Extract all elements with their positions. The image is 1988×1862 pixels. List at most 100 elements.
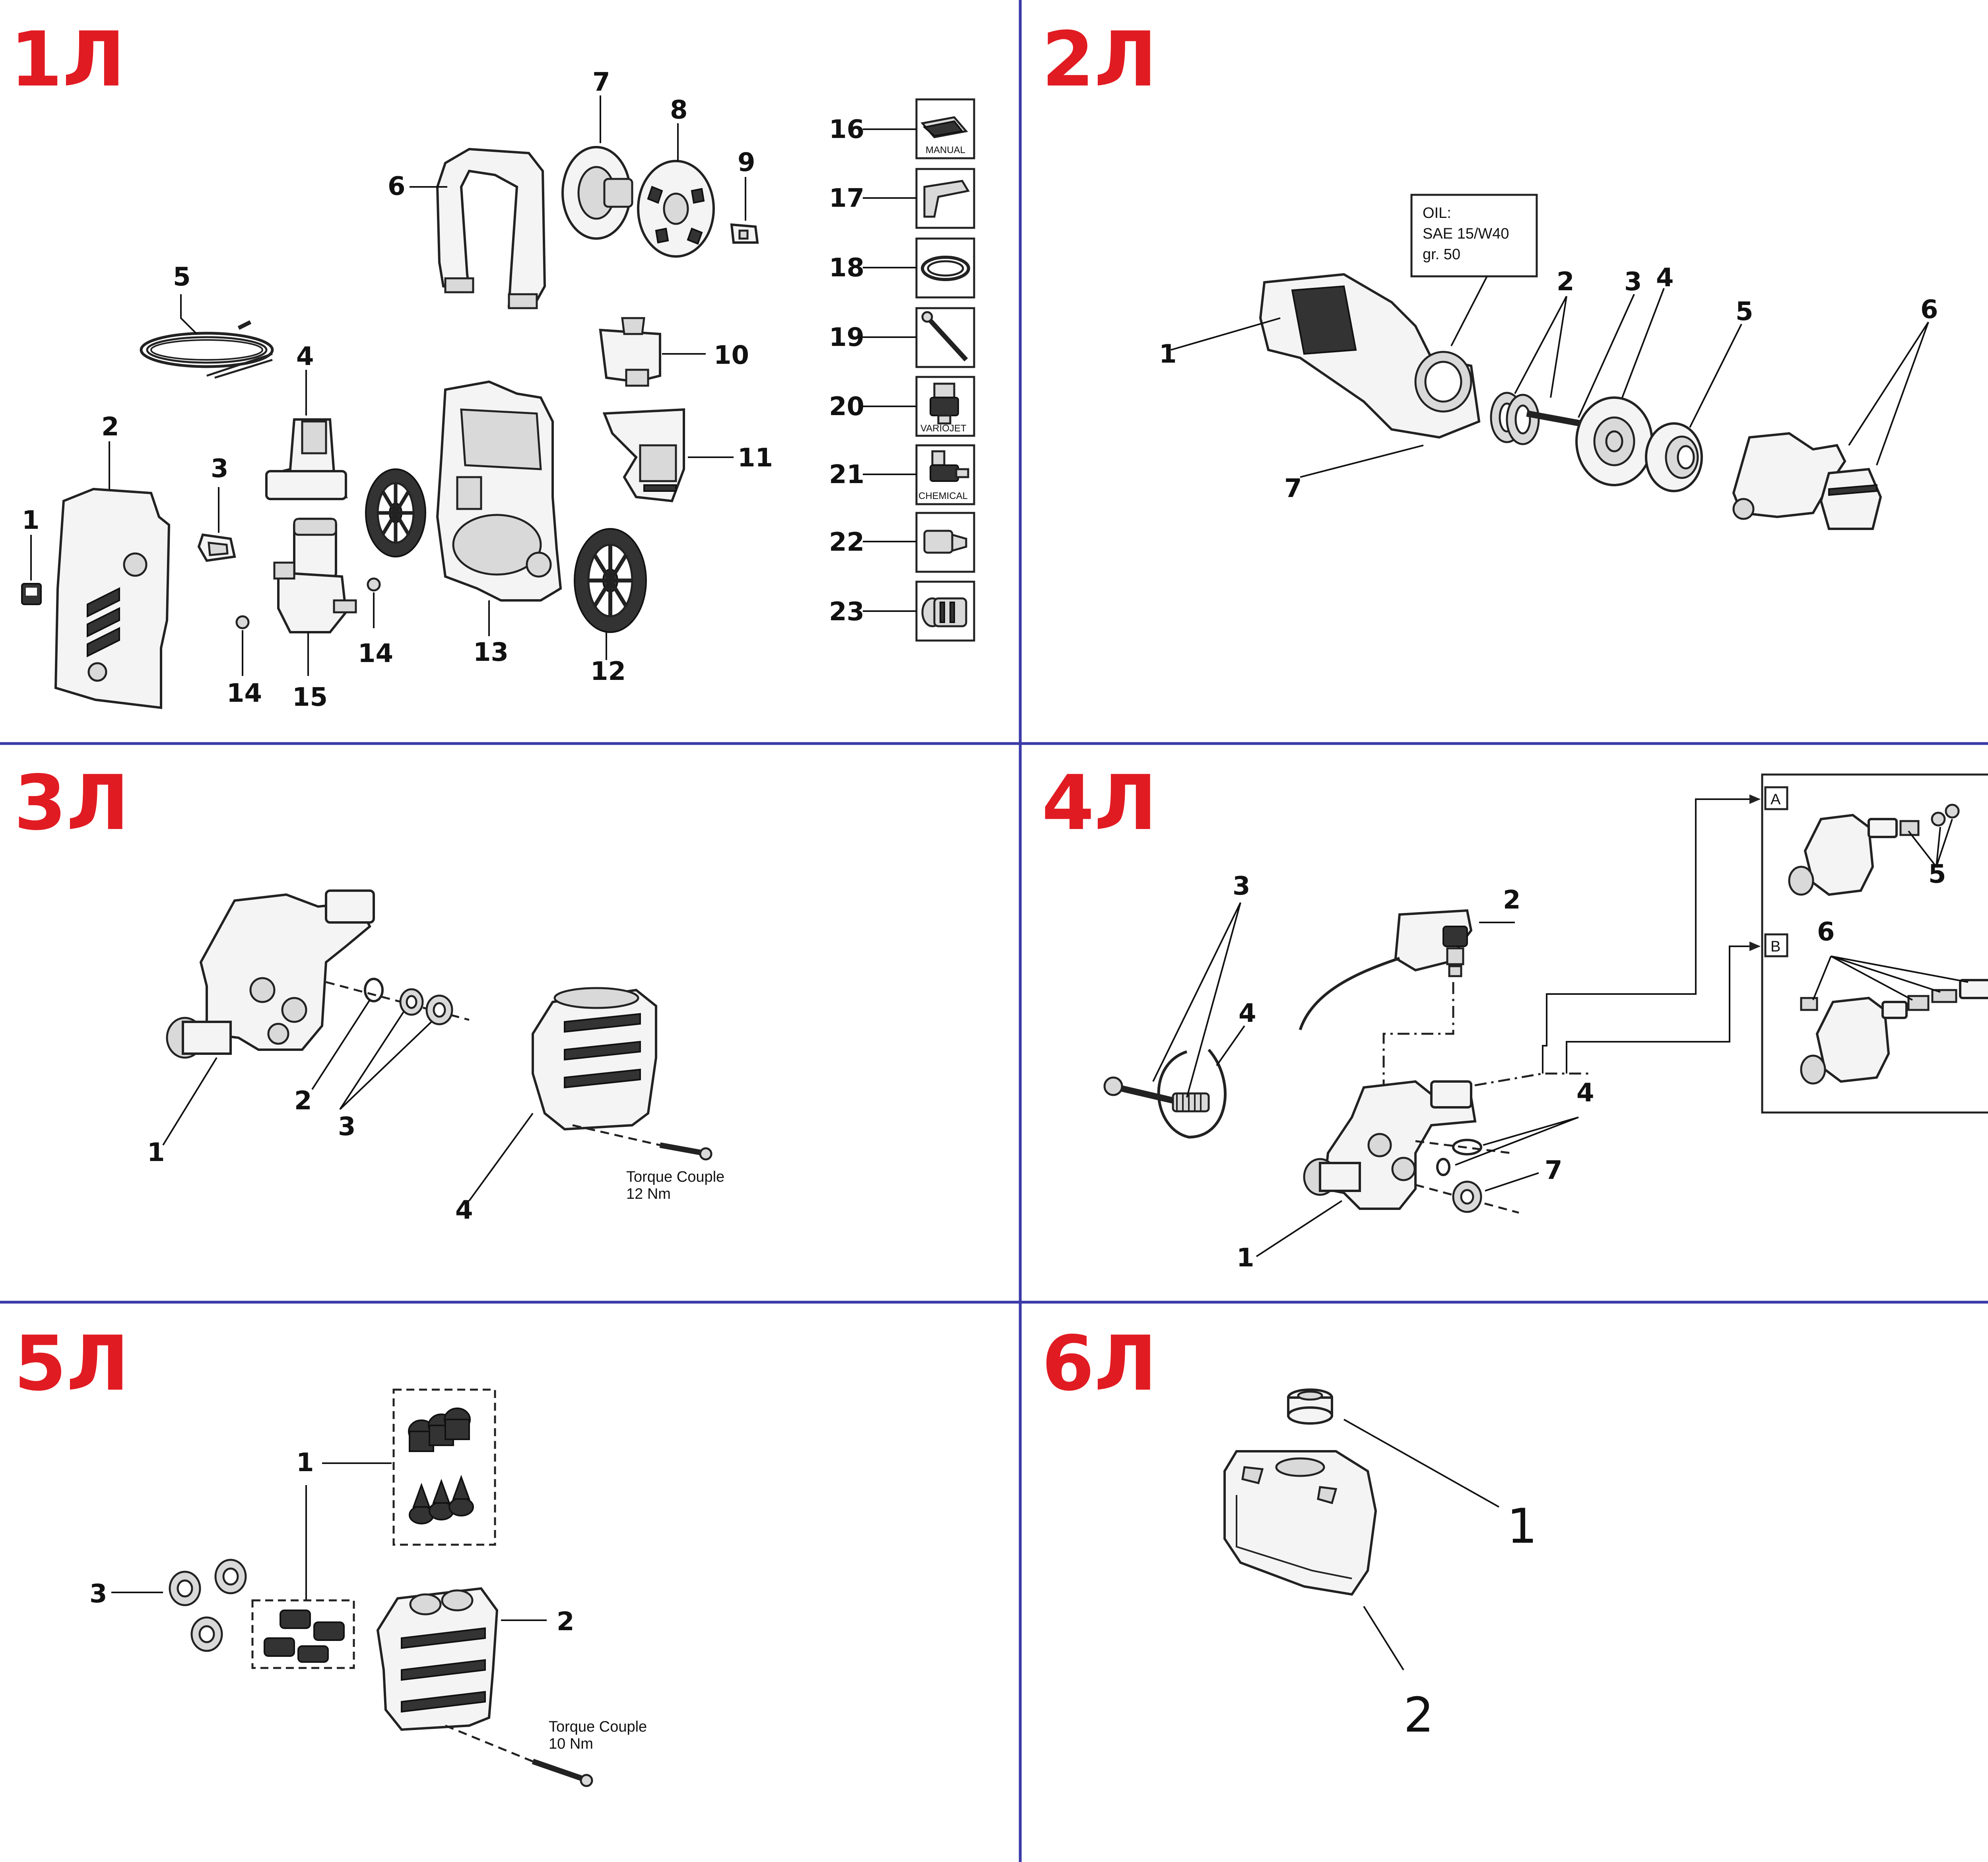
part-5-1-valves-top	[408, 1408, 471, 1452]
label-2-2: 2	[1557, 267, 1574, 297]
label-2-7: 7	[1284, 474, 1302, 503]
label-4-2: 2	[1503, 885, 1521, 915]
panel-2-title: 2Л	[1042, 16, 1157, 103]
label-1-23: 23	[829, 597, 864, 627]
oil-note-line1: OIL:	[1423, 205, 1451, 221]
part-4-4-oring-a	[1452, 1139, 1482, 1155]
valve-set-box	[392, 1388, 496, 1546]
label-6-2: 2	[1404, 1688, 1434, 1743]
part-4-1-pump-head	[1303, 1080, 1477, 1210]
label-4-5: 5	[1928, 860, 1946, 889]
part-9-clip	[730, 223, 759, 244]
oil-note-box	[1410, 194, 1538, 278]
label-3-3: 3	[338, 1112, 356, 1142]
label-4-4b: 4	[1576, 1078, 1594, 1108]
box-b-label: B	[1771, 938, 1780, 955]
part-8-reel-disc	[637, 160, 715, 258]
part-2-5-bearing	[1645, 422, 1703, 492]
accessory-18-box	[915, 237, 975, 299]
part-3-4-block	[532, 987, 657, 1131]
detail-b-pump	[1800, 979, 1988, 1085]
part-14-nut-left	[235, 615, 250, 629]
part-5-3-seals	[169, 1559, 247, 1652]
label-5-2: 2	[557, 1607, 575, 1637]
box-b-tag	[1764, 933, 1788, 957]
part-1-switch	[21, 583, 42, 605]
panel-1-title: 1Л	[10, 16, 125, 103]
panel-1: 1Л 1 2 3	[10, 16, 975, 712]
part-14-nut-right	[367, 577, 381, 592]
part-5-2-block	[376, 1587, 499, 1731]
part-2-6-pump-heads	[1732, 432, 1882, 530]
part-wheel-left	[365, 468, 426, 557]
torque-12-line1: Torque Couple	[626, 1169, 724, 1185]
part-2-1-motor	[1259, 273, 1481, 439]
part-12-wheel	[574, 528, 647, 633]
part-4-2-pressure-switch	[1299, 909, 1473, 1031]
accessory-manual-text: MANUAL	[926, 145, 965, 155]
part-2-cover	[54, 487, 171, 709]
label-2-6: 6	[1920, 295, 1938, 324]
torque-10-line1: Torque Couple	[549, 1718, 647, 1735]
label-5-3: 3	[89, 1579, 107, 1609]
part-6-1-cap	[1287, 1388, 1333, 1425]
part-2-2-seals	[1490, 392, 1540, 445]
valve-set-box-2	[251, 1599, 355, 1669]
part-4-motor-cap	[265, 418, 348, 500]
label-2-1: 1	[1159, 340, 1177, 369]
label-1-20: 20	[829, 392, 864, 421]
panel-6-title: 6Л	[1042, 1320, 1157, 1408]
label-3-4: 4	[455, 1196, 473, 1225]
label-1-7: 7	[592, 68, 610, 97]
panel-2: 2Л OIL: SAE 15/W40 gr. 50 1 7 2	[1042, 16, 1938, 530]
accessory-variojet-text: VARIOJET	[920, 423, 967, 434]
label-4-6: 6	[1817, 917, 1835, 947]
part-3-1-pump-head	[166, 889, 375, 1059]
label-5-1: 1	[296, 1448, 314, 1478]
part-5-1-valves-bottom	[409, 1475, 474, 1524]
label-3-2: 2	[294, 1086, 312, 1116]
label-2-4: 4	[1656, 263, 1674, 293]
label-4-1: 1	[1237, 1243, 1254, 1273]
label-1-9: 9	[738, 148, 755, 177]
panel-4: 4Л 3 4 2	[1042, 759, 1988, 1273]
label-1-4: 4	[296, 342, 314, 371]
part-6-handle	[436, 148, 546, 309]
label-1-14a: 14	[227, 679, 262, 708]
label-3-1: 1	[147, 1138, 165, 1167]
panel-6: 6Л 1 2	[1042, 1320, 1537, 1743]
panel-3: 3Л 1 2 3	[14, 759, 724, 1225]
label-1-15: 15	[292, 683, 328, 712]
label-1-11: 11	[738, 443, 773, 473]
part-4-4-oring-b	[1436, 1158, 1450, 1176]
oil-note-line2: SAE 15/W40	[1423, 225, 1509, 242]
label-1-8: 8	[670, 95, 688, 125]
label-1-12: 12	[590, 657, 626, 686]
part-4-4-oring	[1157, 1048, 1227, 1139]
label-4-4a: 4	[1239, 999, 1256, 1028]
box-a-tag	[1764, 786, 1788, 810]
part-10-holder	[599, 317, 661, 387]
label-1-6: 6	[388, 172, 406, 201]
label-1-3: 3	[211, 454, 229, 483]
label-1-19: 19	[829, 323, 864, 352]
torque-10-line2: 10 Nm	[549, 1736, 593, 1752]
label-2-5: 5	[1736, 297, 1753, 326]
detail-a-pump	[1788, 804, 1960, 896]
panel-4-title: 4Л	[1042, 759, 1157, 847]
part-13-frame	[436, 380, 562, 602]
panel-5-title: 5Л	[14, 1320, 129, 1408]
torque-12-line2: 12 Nm	[626, 1186, 671, 1202]
part-11-bracket	[602, 408, 685, 503]
label-1-17: 17	[829, 184, 864, 213]
part-5-1-valves-lower	[264, 1610, 345, 1663]
label-1-14b: 14	[358, 639, 393, 668]
label-6-1: 1	[1507, 1499, 1537, 1554]
part-4-7-seal	[1452, 1180, 1482, 1213]
part-7-reel-hub	[561, 146, 633, 240]
label-1-5: 5	[173, 262, 191, 292]
oil-note-line3: gr. 50	[1423, 246, 1460, 263]
part-5-power-cord	[140, 320, 274, 379]
